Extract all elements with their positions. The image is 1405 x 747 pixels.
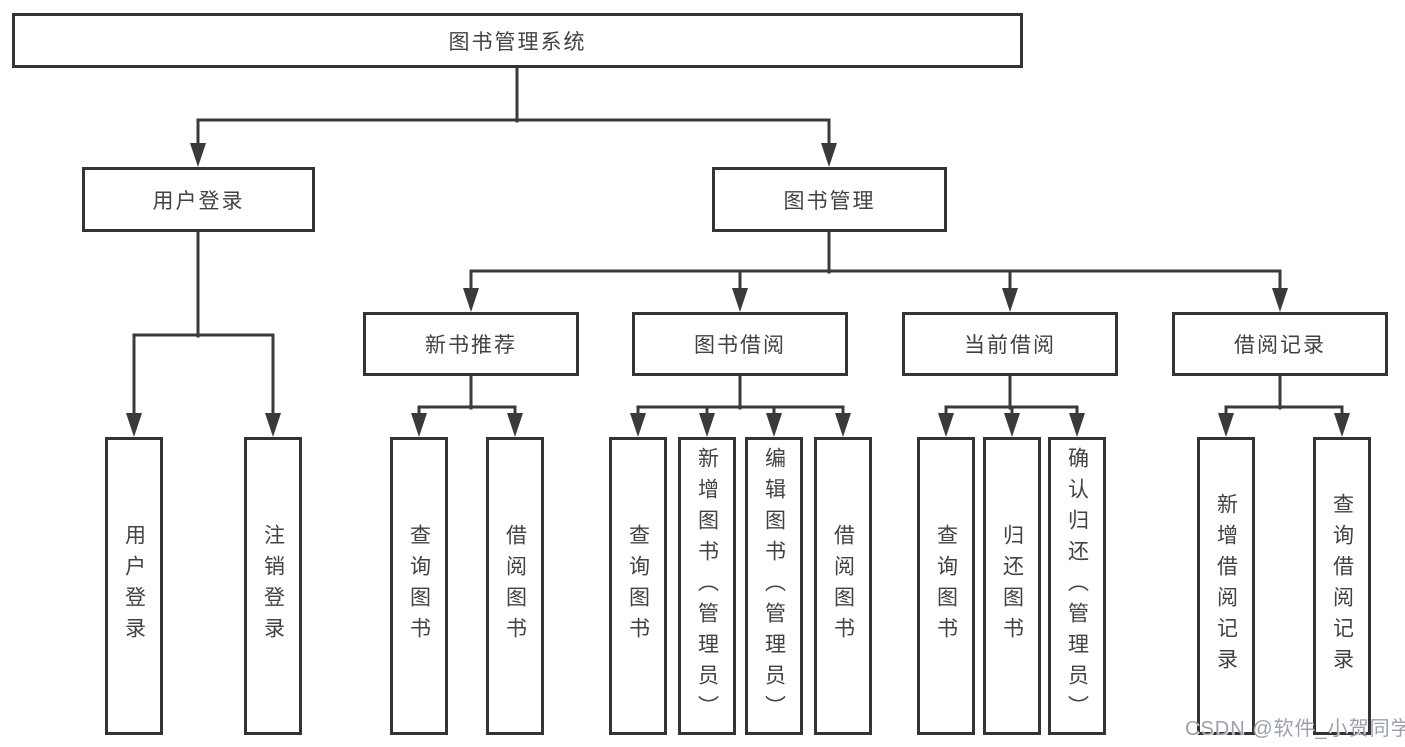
node-borrow-record-label: 借阅记录 bbox=[1234, 334, 1326, 357]
leaf-borrow-books: 借阅图书 bbox=[814, 437, 872, 735]
leaf-query-books-borrow-label: 查询图书 bbox=[626, 524, 650, 648]
leaf-user-login-label: 用户登录 bbox=[122, 524, 146, 648]
leaf-query-books-borrow: 查询图书 bbox=[609, 437, 667, 735]
leaf-return-books: 归还图书 bbox=[983, 437, 1041, 735]
leaf-query-books-current: 查询图书 bbox=[917, 437, 975, 735]
leaf-borrow-books-recommend: 借阅图书 bbox=[486, 437, 544, 735]
leaf-add-books-admin: 新增图书（管理员） bbox=[678, 437, 736, 735]
node-new-book-recommend: 新书推荐 bbox=[363, 312, 579, 376]
leaf-add-borrow-record: 新增借阅记录 bbox=[1197, 437, 1255, 735]
leaf-user-login: 用户登录 bbox=[105, 437, 163, 735]
node-current-borrow: 当前借阅 bbox=[902, 312, 1118, 376]
node-root: 图书管理系统 bbox=[12, 13, 1023, 68]
node-book-management: 图书管理 bbox=[712, 167, 947, 232]
leaf-add-books-admin-label: 新增图书（管理员） bbox=[695, 446, 719, 726]
node-root-label: 图书管理系统 bbox=[448, 30, 587, 54]
node-borrow-record: 借阅记录 bbox=[1172, 312, 1388, 376]
leaf-borrow-books-recommend-label: 借阅图书 bbox=[503, 524, 527, 648]
node-book-management-label: 图书管理 bbox=[783, 189, 876, 213]
leaf-query-borrow-record-label: 查询借阅记录 bbox=[1330, 493, 1354, 679]
leaf-borrow-books-label: 借阅图书 bbox=[831, 524, 855, 648]
node-user-login: 用户登录 bbox=[82, 167, 315, 232]
leaf-query-borrow-record: 查询借阅记录 bbox=[1313, 437, 1371, 735]
leaf-logout-label: 注销登录 bbox=[261, 524, 285, 648]
leaf-confirm-return-admin-label: 确认归还（管理员） bbox=[1065, 446, 1089, 726]
leaf-confirm-return-admin: 确认归还（管理员） bbox=[1048, 437, 1106, 735]
leaf-query-books-recommend-label: 查询图书 bbox=[407, 524, 431, 648]
leaf-logout: 注销登录 bbox=[244, 437, 302, 735]
node-current-borrow-label: 当前借阅 bbox=[964, 334, 1056, 357]
leaf-edit-books-admin: 编辑图书（管理员） bbox=[745, 437, 803, 735]
leaf-query-books-current-label: 查询图书 bbox=[934, 524, 958, 648]
leaf-edit-books-admin-label: 编辑图书（管理员） bbox=[762, 446, 786, 726]
node-user-login-label: 用户登录 bbox=[152, 189, 245, 213]
watermark: CSDN @软件_小贺同学 bbox=[1185, 718, 1405, 740]
node-book-borrow-label: 图书借阅 bbox=[694, 334, 786, 357]
node-new-book-recommend-label: 新书推荐 bbox=[425, 334, 517, 357]
leaf-query-books-recommend: 查询图书 bbox=[390, 437, 448, 735]
leaf-return-books-label: 归还图书 bbox=[1000, 524, 1024, 648]
leaf-add-borrow-record-label: 新增借阅记录 bbox=[1214, 493, 1238, 679]
node-book-borrow: 图书借阅 bbox=[632, 312, 848, 376]
